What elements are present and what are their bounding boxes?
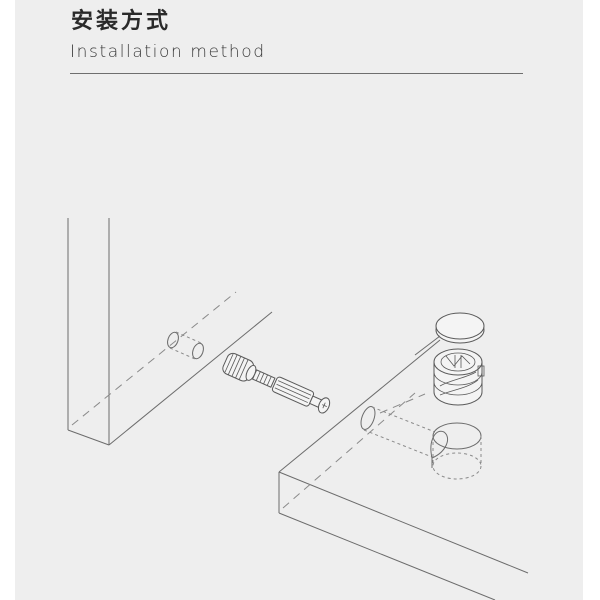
cam-lock xyxy=(433,348,485,406)
page-subtitle: Installation method xyxy=(70,42,266,62)
content-panel xyxy=(15,0,583,600)
dowel-hole xyxy=(167,331,204,360)
left-board xyxy=(67,218,273,446)
cam-cap xyxy=(435,312,485,344)
cam-hole xyxy=(360,406,482,480)
title-divider xyxy=(70,73,523,74)
page-title: 安装方式 xyxy=(71,9,172,34)
connector-bolt xyxy=(222,352,331,414)
guide-line xyxy=(414,335,441,356)
right-board xyxy=(278,339,529,600)
